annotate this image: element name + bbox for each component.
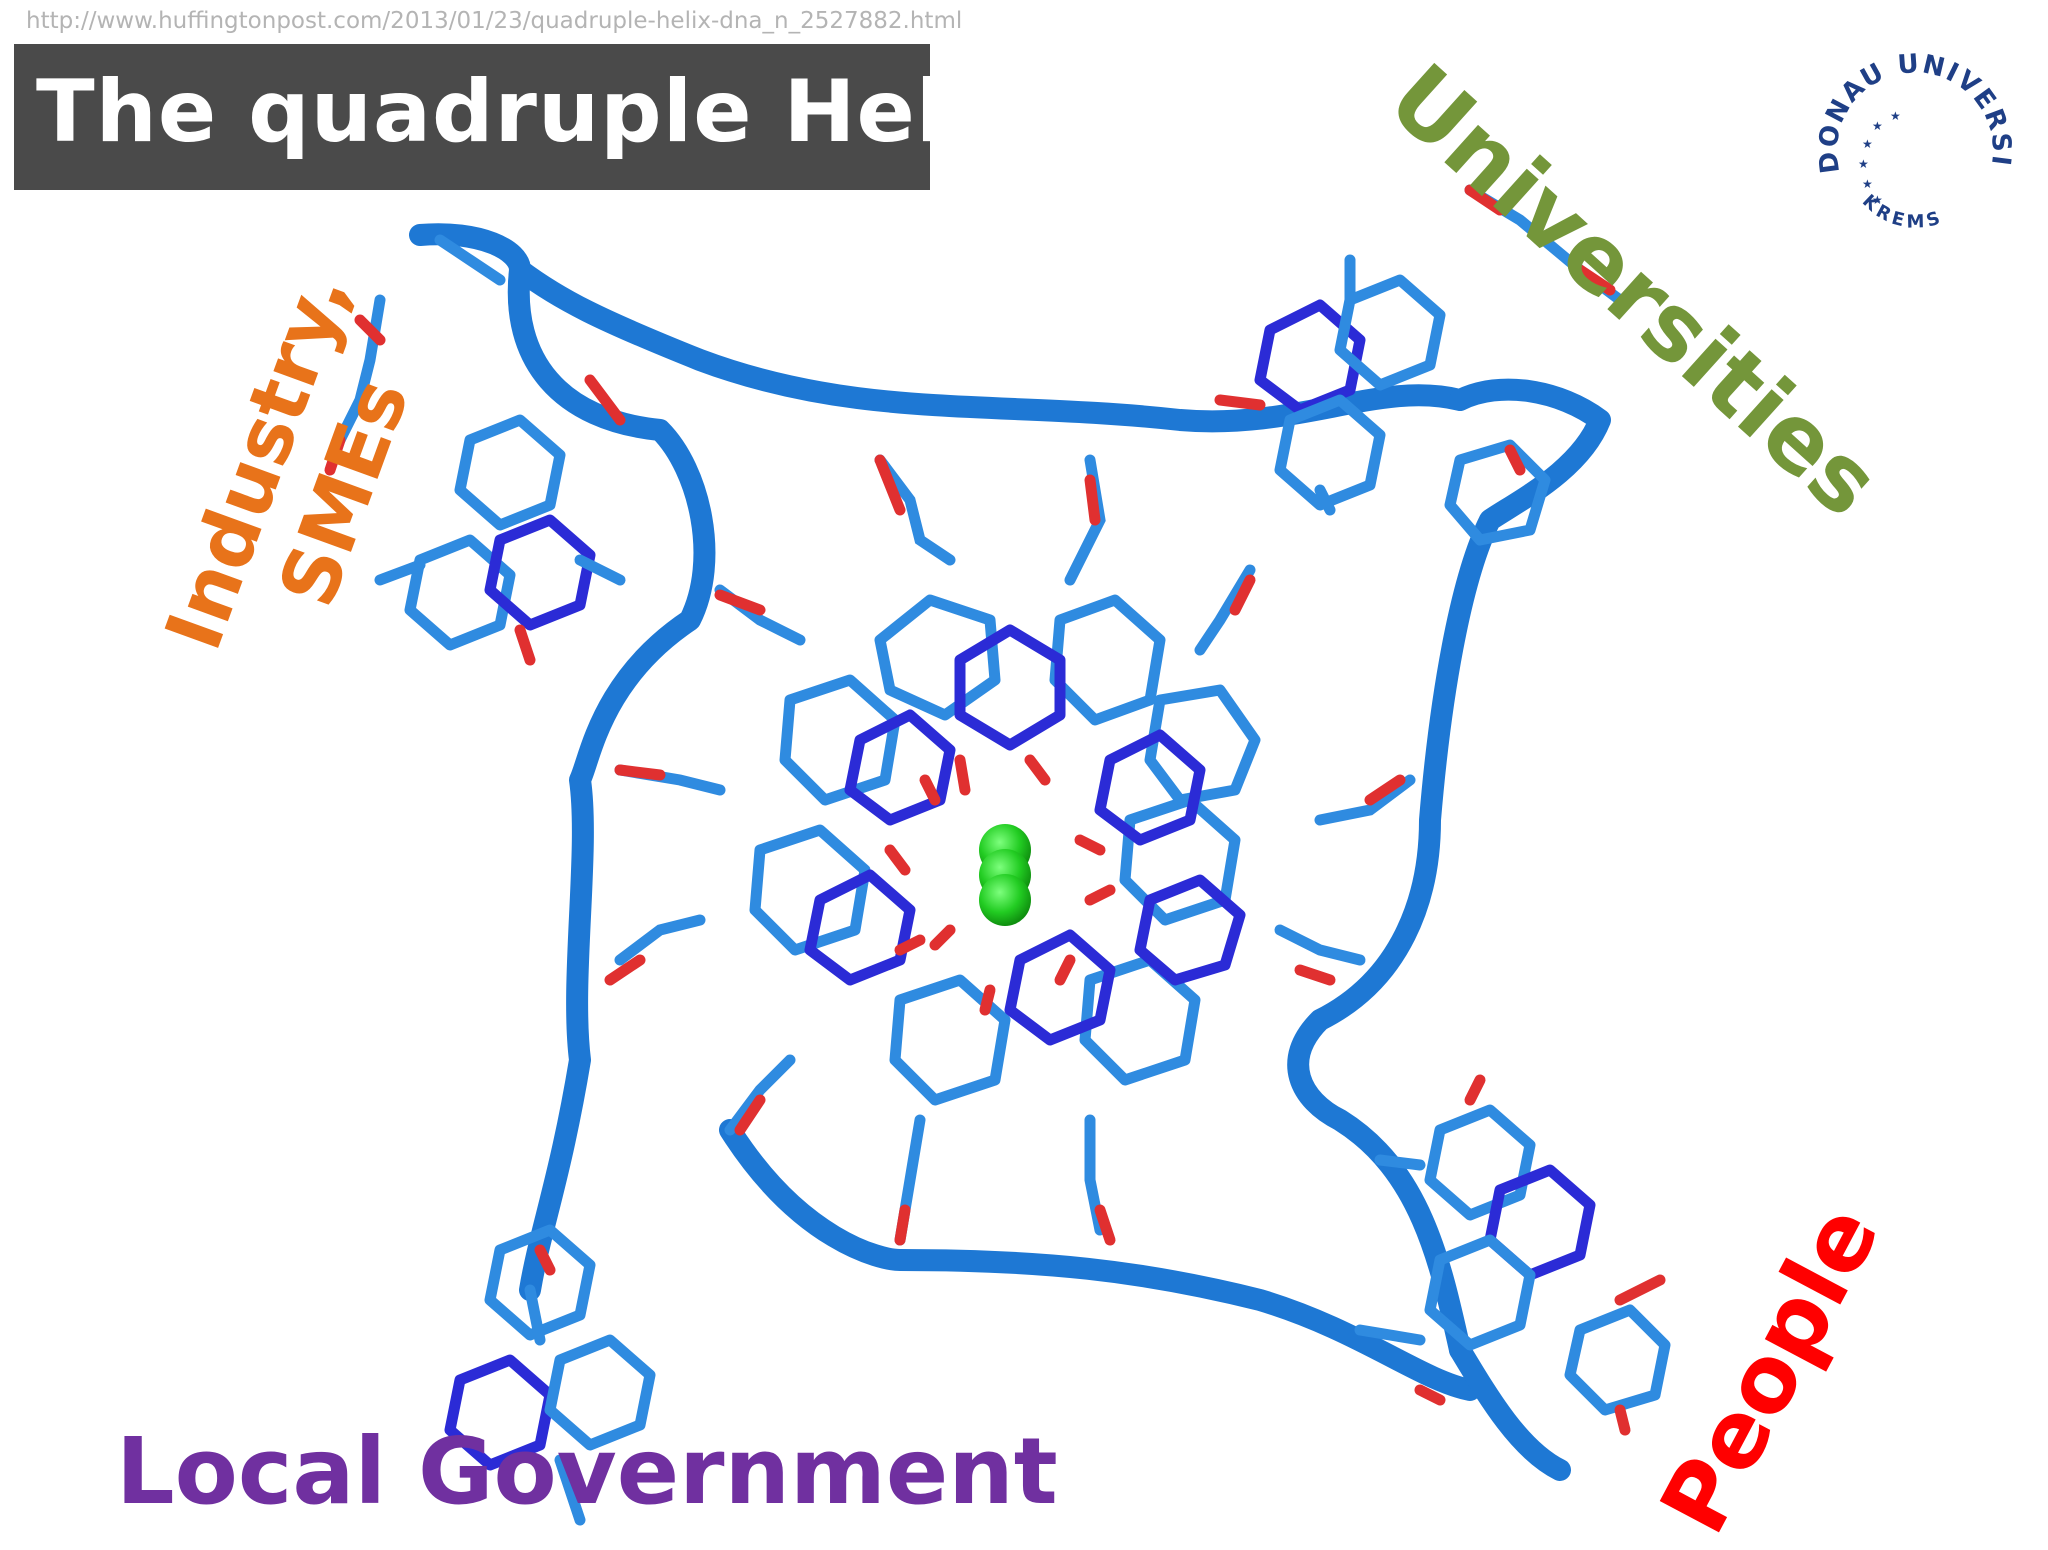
- carbonyl-oxygens: [884, 754, 1116, 1016]
- title-banner: The quadruple Helix: [14, 44, 1032, 190]
- central-ions: [979, 824, 1031, 926]
- svg-text:★: ★: [1862, 177, 1873, 191]
- base-top-left: [324, 234, 626, 666]
- base-bottom-right: [1354, 1074, 1671, 1436]
- svg-text:★: ★: [1890, 109, 1901, 123]
- label-local-government: Local Government: [116, 1418, 1058, 1525]
- svg-text:★: ★: [1858, 157, 1869, 171]
- g-quartet-stack: [749, 594, 1261, 1106]
- university-logo-icon: DONAU UNIVERSITÄT KREMS ★ ★ ★ ★ ★ ★: [1810, 52, 2017, 233]
- source-url: http://www.huffingtonpost.com/2013/01/23…: [26, 8, 963, 34]
- page-title: The quadruple Helix: [36, 62, 1034, 162]
- linker-sticks: [604, 454, 1416, 1246]
- svg-text:★: ★: [1872, 119, 1883, 133]
- base-top-right: [1214, 184, 1626, 546]
- svg-text:DONAU UNIVERSITÄT: DONAU UNIVERSITÄT: [1810, 52, 2017, 175]
- svg-text:★: ★: [1862, 137, 1873, 151]
- logo-text-top: DONAU UNIVERSITÄT: [1810, 52, 2015, 175]
- base-bottom-left: [444, 1224, 656, 1526]
- svg-text:★: ★: [1872, 193, 1883, 207]
